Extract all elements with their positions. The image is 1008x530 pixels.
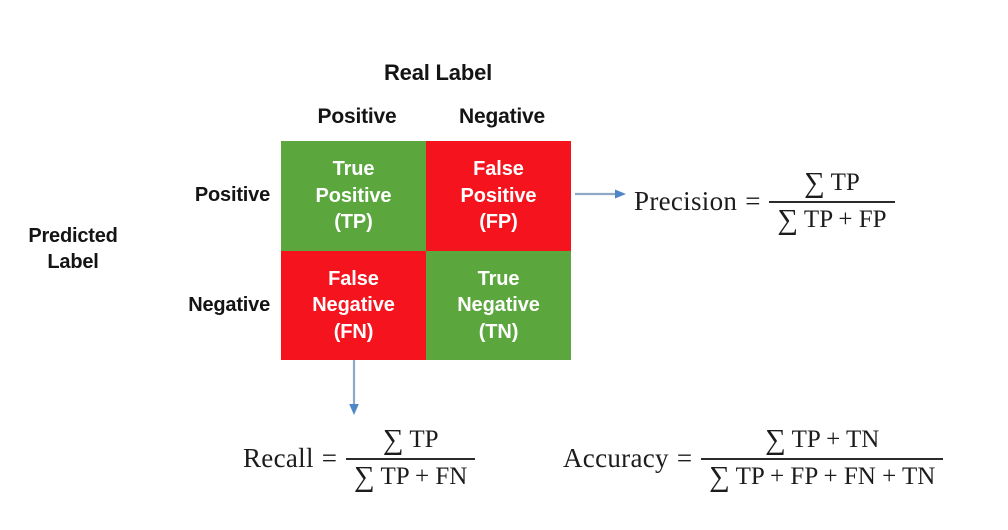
precision-formula-name: Precision	[634, 186, 738, 217]
matrix-cell-true-negative[interactable]: True Negative (TN)	[426, 251, 571, 360]
arrow-down-icon	[349, 360, 359, 415]
sigma-icon: ∑	[354, 460, 375, 493]
cell-abbrev: (TN)	[478, 320, 519, 343]
accuracy-formula: Accuracy = ∑ TP + TN ∑ TP + FP + FN + TN	[563, 425, 944, 493]
predicted-label-line-2: Label	[47, 251, 99, 274]
accuracy-formula-name: Accuracy	[563, 443, 669, 474]
recall-fraction: ∑ TP ∑ TP + FN	[346, 425, 476, 493]
cell-line-2: Positive	[460, 184, 537, 207]
cell-abbrev: (FN)	[333, 320, 374, 343]
accuracy-denominator-terms: TP + FP + FN + TN	[735, 462, 936, 490]
precision-numerator: ∑ TP	[796, 168, 868, 201]
sigma-icon: ∑	[382, 424, 404, 456]
matrix-cell-true-positive[interactable]: True Positive (TP)	[281, 141, 426, 251]
cell-line-1: True	[477, 267, 520, 290]
recall-numerator-terms: TP	[409, 426, 439, 453]
matrix-cell-false-positive[interactable]: False Positive (FP)	[426, 141, 571, 251]
row-header-positive: Positive	[194, 184, 270, 206]
real-label-title: Real Label	[383, 60, 493, 85]
accuracy-fraction: ∑ TP + TN ∑ TP + FP + FN + TN	[701, 425, 944, 493]
cell-line-1: True	[332, 158, 375, 181]
sigma-icon: ∑	[804, 167, 825, 199]
cell-line-1: False	[473, 158, 524, 181]
precision-denominator-terms: TP + FP	[803, 205, 887, 233]
predicted-label-title: Predicted Label	[8, 223, 138, 276]
confusion-matrix: True Positive (TP) False Positive (FP) F…	[281, 141, 571, 360]
cell-line-2: Negative	[312, 294, 395, 317]
accuracy-equals-sign: =	[676, 443, 693, 474]
recall-formula-name: Recall	[243, 443, 314, 474]
accuracy-numerator-terms: TP + TN	[791, 426, 880, 453]
recall-denominator: ∑ TP + FN	[346, 457, 476, 493]
precision-equals-sign: =	[745, 186, 761, 217]
cell-abbrev: (FP)	[479, 211, 518, 234]
column-header-negative: Negative	[459, 105, 545, 128]
recall-formula: Recall = ∑ TP ∑ TP + FN	[243, 425, 476, 493]
precision-formula: Precision = ∑ TP ∑ TP + FP	[634, 168, 895, 235]
recall-equals-sign: =	[321, 443, 337, 474]
cell-abbrev: (TP)	[334, 211, 373, 234]
precision-denominator: ∑ TP + FP	[769, 200, 895, 236]
column-header-positive: Positive	[317, 105, 397, 128]
recall-denominator-terms: TP + FN	[380, 462, 468, 490]
cell-line-2: Positive	[315, 184, 392, 207]
sigma-icon: ∑	[777, 203, 799, 236]
accuracy-numerator: ∑ TP + TN	[757, 425, 887, 458]
predicted-label-line-1: Predicted	[28, 225, 118, 247]
sigma-icon: ∑	[709, 460, 730, 493]
sigma-icon: ∑	[765, 424, 786, 456]
precision-fraction: ∑ TP ∑ TP + FP	[769, 168, 895, 236]
precision-numerator-terms: TP	[830, 169, 860, 196]
recall-numerator: ∑ TP	[375, 425, 447, 458]
matrix-cell-false-negative[interactable]: False Negative (FN)	[281, 251, 426, 360]
accuracy-denominator: ∑ TP + FP + FN + TN	[701, 457, 944, 493]
arrow-right-icon	[575, 189, 626, 199]
cell-line-2: Negative	[457, 294, 540, 317]
cell-line-1: False	[328, 267, 379, 290]
row-header-negative: Negative	[188, 294, 270, 316]
